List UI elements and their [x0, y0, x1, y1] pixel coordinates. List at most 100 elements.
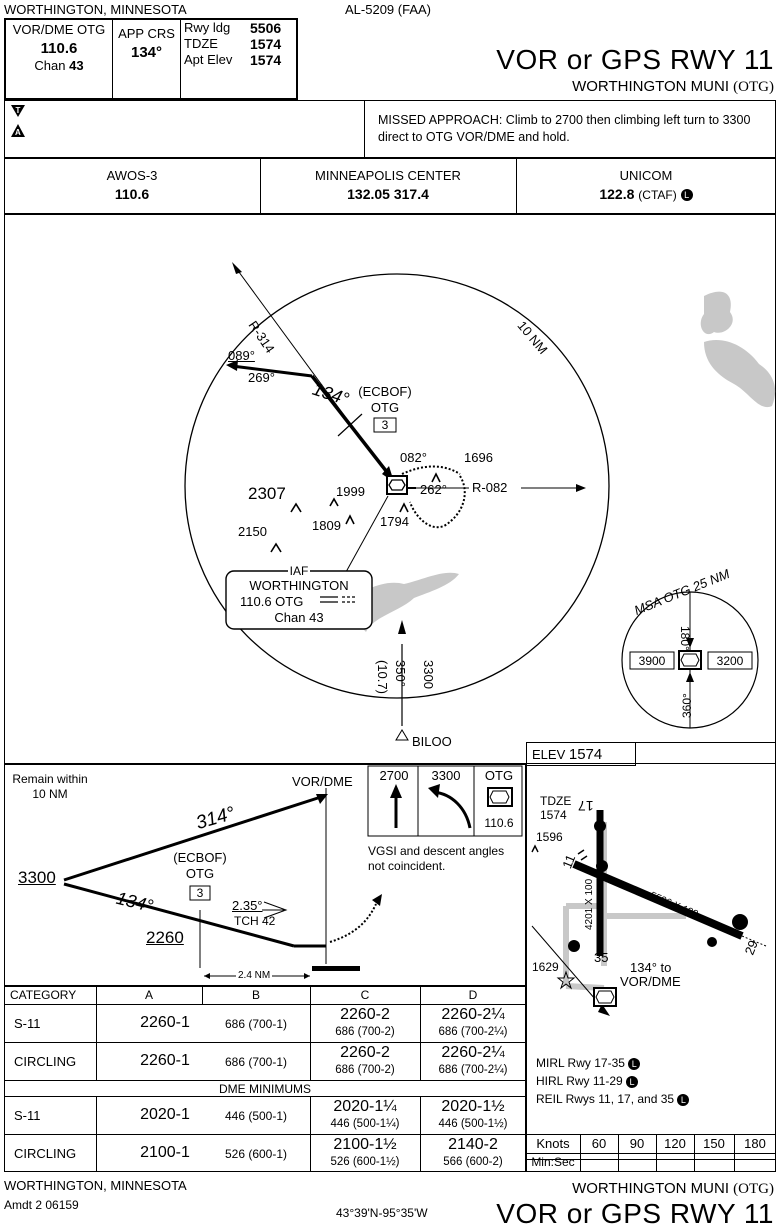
chart-number: AL-5209 (FAA): [345, 2, 431, 17]
hold-262: 262°: [420, 482, 447, 497]
header-location: WORTHINGTON, MINNESOTA: [4, 2, 187, 17]
min-row1-c1: 2260-2: [340, 1044, 390, 1061]
ad-crs-to: 134° to: [630, 960, 672, 975]
footer-airport-id: (OTG): [733, 1181, 774, 1197]
comm-awos-freq: 110.6: [114, 186, 150, 202]
obs-1794: 1794: [380, 514, 409, 529]
min-row0-d1: 2260-2¼: [441, 1006, 505, 1023]
ma-icon-otg: OTG: [484, 768, 514, 783]
crs-269: 269°: [248, 370, 275, 385]
timing-speed-150: 150: [703, 1136, 725, 1151]
timing-speed-60: 60: [591, 1136, 607, 1151]
min-row3-a: 2100-1: [140, 1144, 190, 1161]
triangle-a-icon: A: [11, 124, 25, 137]
comm-unicom-name: UNICOM: [619, 168, 673, 183]
rwy-ldg: 5506: [250, 20, 282, 36]
lighting-l-icon: L: [677, 1094, 690, 1106]
min-row0-d2: 686 (700-2¼): [438, 1026, 508, 1038]
obs-1999: 1999: [336, 484, 365, 499]
min-header-c: C: [360, 988, 370, 1002]
min-row3-c2: 526 (600-1½): [330, 1156, 400, 1168]
biloo-alt: 3300: [421, 660, 436, 689]
minimums-table: [4, 986, 526, 1172]
min-row0-c2: 686 (700-2): [335, 1026, 395, 1038]
timing-minsec-label: Min:Sec: [531, 1155, 575, 1169]
ten-nm-circle: [184, 273, 610, 699]
msa-180: 180°: [678, 626, 692, 651]
airport-diagram: [526, 742, 776, 1160]
comm-center-name: MINNEAPOLIS CENTER: [315, 168, 461, 183]
min-row1-d2: 686 (700-2¼): [438, 1064, 508, 1076]
lighting-reil-text: REIL Rwys 11, 17, and 35: [536, 1092, 675, 1106]
min-row2-d2: 446 (500-1½): [438, 1118, 508, 1130]
ma-freq: 110.6: [484, 816, 514, 830]
timing-knots-label: Knots: [536, 1136, 570, 1151]
profile-ecbof: (ECBOF): [173, 850, 227, 865]
min-header-b: B: [251, 988, 260, 1002]
elev-label: ELEV: [532, 747, 566, 762]
min-row2-cat: S-11: [14, 1108, 41, 1123]
ecbof-dme: 3: [381, 418, 389, 432]
apt-elev: 1574: [250, 52, 282, 68]
min-row2-d1: 2020-1½: [441, 1098, 505, 1115]
triangle-t-icon: T: [11, 105, 25, 117]
unicom-freq: 122.8: [599, 186, 635, 202]
lighting-mirl-text: MIRL Rwy 17-35: [536, 1056, 625, 1070]
dme-minimums-label: DME MINIMUMS: [219, 1082, 311, 1096]
vgsi-note: VGSI and descent angles not coincident.: [368, 844, 505, 873]
iaf-name: WORTHINGTON: [249, 578, 349, 593]
missed-approach-text: MISSED APPROACH: Climb to 2700 then clim…: [378, 113, 751, 144]
airport-name-text: WORTHINGTON MUNI: [572, 78, 729, 95]
min-row0-b: 686 (700-1): [224, 1017, 288, 1031]
apt-elev-label: Apt Elev: [184, 52, 233, 67]
app-crs: 134°: [130, 44, 163, 61]
notes-row: [4, 100, 776, 158]
footer-coords: 43°39'N-95°35'W: [336, 1206, 428, 1220]
footer-airport: WORTHINGTON MUNI (OTG): [572, 1180, 774, 1198]
footer-amdt: Amdt 2 06159: [4, 1198, 79, 1212]
profile-ecbof-ident: OTG: [185, 866, 215, 881]
profile-vordme: VOR/DME: [292, 774, 353, 789]
ecbof-name: (ECBOF): [358, 384, 412, 399]
comms-row: [4, 158, 776, 214]
timing-speed-120: 120: [664, 1136, 686, 1151]
ad-tdze-label: TDZE: [540, 794, 572, 808]
timing-speed-90: 90: [629, 1136, 645, 1151]
elev-value: 1574: [568, 746, 603, 763]
profile-tch: TCH 42: [234, 914, 276, 928]
lighting-mirl: MIRL Rwy 17-35 L: [536, 1056, 641, 1070]
plan-view-svg: [184, 262, 776, 741]
min-row3-c1: 2100-1½: [333, 1136, 397, 1153]
ecbof-ident: OTG: [370, 400, 400, 415]
lighting-l-icon: L: [626, 1076, 639, 1088]
briefing-strip: [4, 18, 298, 100]
obs-1696: 1696: [464, 450, 493, 465]
rwy-35-label: 35: [594, 950, 609, 965]
vordme-symbol: [386, 475, 408, 495]
takeoff-alternate-icons: T A: [11, 105, 25, 137]
svg-text:T: T: [16, 106, 21, 115]
lighting-reil: REIL Rwys 11, 17, and 35 L: [536, 1092, 690, 1106]
min-row0-c1: 2260-2: [340, 1006, 390, 1023]
comm-unicom-freq: 122.8 (CTAF) L: [516, 186, 776, 202]
min-row3-d2: 566 (600-2): [443, 1156, 503, 1168]
tdze-value: 1574: [250, 36, 282, 52]
unicom-ctaf: (CTAF): [638, 188, 677, 202]
radial-arrowhead: [232, 262, 242, 274]
crs-089: 089°: [228, 348, 255, 363]
min-row1-cat: CIRCLING: [14, 1054, 77, 1069]
footer-title: VOR or GPS RWY 11: [496, 1198, 774, 1229]
min-row1-c2: 686 (700-2): [335, 1064, 395, 1076]
min-row0-cat: S-11: [14, 1016, 41, 1031]
tdze-label: TDZE: [184, 36, 218, 51]
ad-tdze: 1574: [540, 808, 567, 822]
ad-crs-to-vordme: VOR/DME: [620, 974, 681, 989]
profile-ecbof-dme: 3: [196, 886, 204, 900]
min-row3-b: 526 (600-1): [224, 1147, 288, 1161]
iaf-vor-icon: [320, 596, 356, 603]
plan-view: [4, 214, 776, 764]
radial-082: R-082: [472, 480, 508, 495]
airport-id: (OTG): [733, 79, 774, 95]
svg-text:A: A: [15, 128, 21, 137]
rwy-17-label: 17: [578, 798, 594, 814]
